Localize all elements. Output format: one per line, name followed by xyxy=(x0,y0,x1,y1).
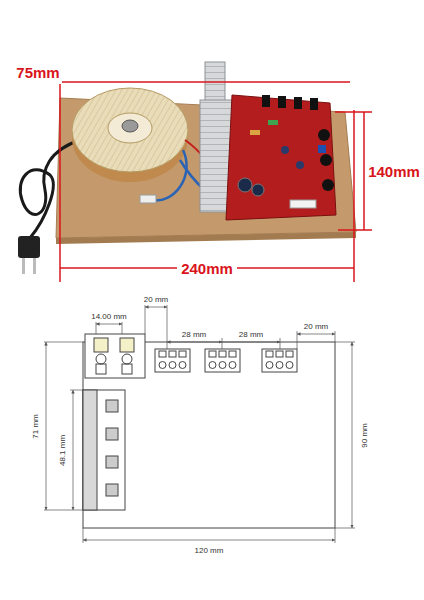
drawing-dimension: 90 mm xyxy=(359,422,368,448)
photo-dimension: 240mm xyxy=(177,260,237,277)
photo-dimension: 140mm xyxy=(368,163,420,180)
dimension-lines xyxy=(44,305,355,543)
drawing-dimension: 120 mm xyxy=(194,546,225,555)
drawing-dimension: 20 mm xyxy=(143,295,169,304)
amplifier-photo xyxy=(18,62,372,282)
photo-dimension: 75mm xyxy=(16,64,59,81)
drawing-dimension: 20 mm xyxy=(303,322,329,331)
pcb-outline-drawing xyxy=(83,334,335,528)
drawing-dimension: 14.00 mm xyxy=(90,312,128,321)
drawing-dimension: 28 mm xyxy=(238,330,264,339)
drawing-dimension: 48.1 mm xyxy=(59,433,68,466)
drawing-dimension: 71 mm xyxy=(30,413,39,439)
drawing-dimension: 28 mm xyxy=(181,330,207,339)
